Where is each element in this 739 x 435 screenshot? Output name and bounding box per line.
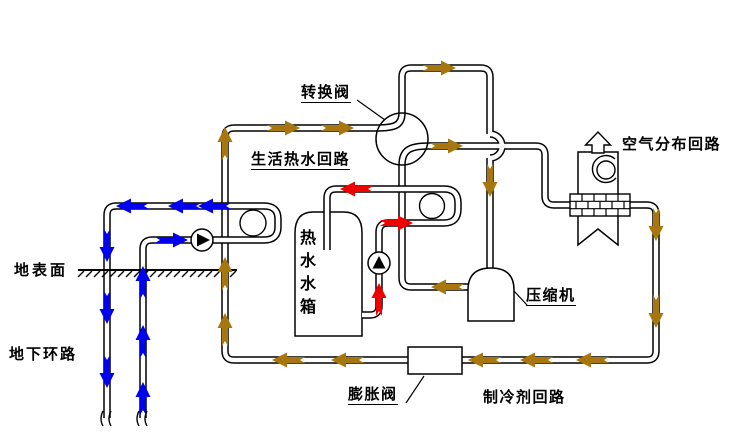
hot-water-pump-icon [367, 251, 391, 275]
refrigerant-loop-label: 制冷剂回路 [483, 388, 566, 406]
air-handler-symbol [569, 130, 631, 247]
ground-loop-pipes [103, 202, 282, 418]
dhw-loop-label: 生活热水回路 [251, 150, 351, 170]
ground-heat-exchanger-coil [239, 209, 267, 237]
fan-icon [591, 154, 617, 184]
compressor-symbol [467, 267, 515, 322]
reversing-valve-symbol [375, 112, 429, 166]
hot-water-tank-label: 热水水箱 [300, 228, 317, 316]
ground-surface-line [77, 269, 237, 278]
hot-water-tank-symbol [294, 211, 363, 337]
reversing-valve-label: 转换阀 [301, 83, 351, 103]
ground-loop-flow-arrows [99, 198, 231, 415]
brick-heat-exchanger [569, 193, 631, 217]
hot-water-heat-exchanger-coil [418, 192, 446, 220]
ground-surface-label: 地表面 [14, 261, 69, 279]
pipe-break-marks [100, 410, 148, 427]
expansion-valve-label: 膨胀阀 [348, 385, 398, 405]
air-loop-label: 空气分布回路 [622, 135, 722, 153]
compressor-label: 压缩机 [526, 286, 576, 306]
label-leader-lines [356, 99, 528, 404]
underground-loop-label: 地下环路 [9, 345, 78, 363]
air-duct [577, 216, 619, 247]
air-flow-up-arrow-icon [583, 130, 613, 154]
ground-loop-pump-icon [190, 228, 214, 252]
expansion-valve-symbol [407, 346, 463, 375]
